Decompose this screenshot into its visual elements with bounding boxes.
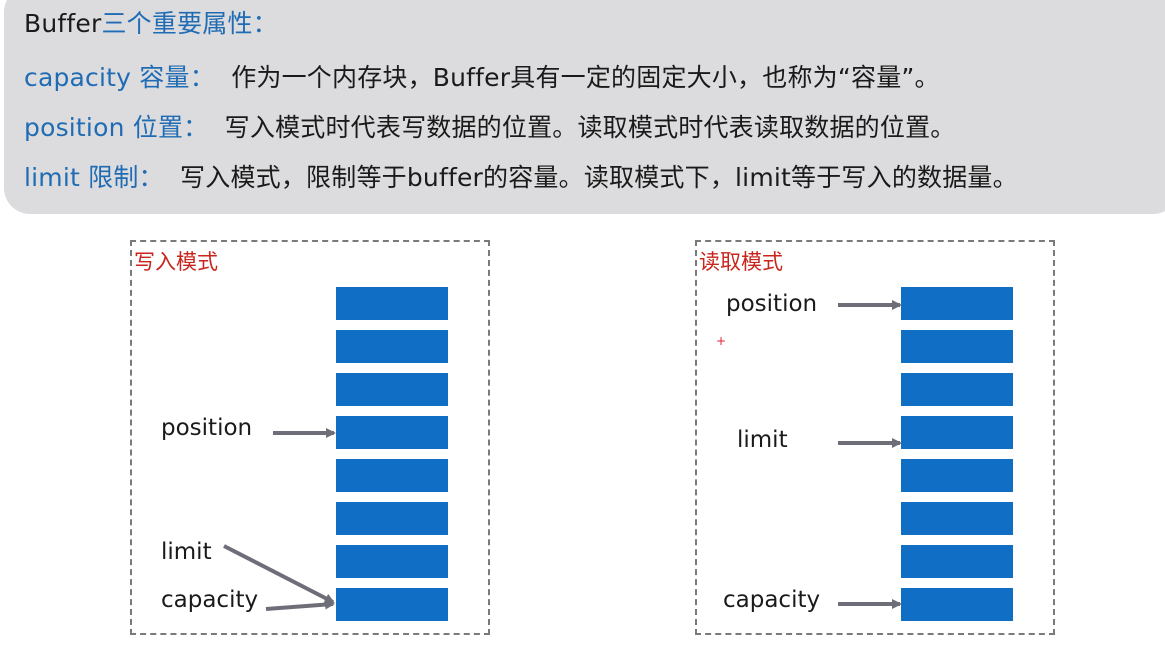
read-buffer-cell <box>901 545 1013 578</box>
capacity-term: capacity 容量： <box>24 63 215 92</box>
read-buffer-cell <box>901 502 1013 535</box>
write-capacity-label: capacity <box>161 587 259 613</box>
limit-term: limit 限制： <box>24 163 164 192</box>
limit-desc: 写入模式，限制等于buffer的容量。读取模式下，limit等于写入的数据量。 <box>180 163 1018 192</box>
write-buffer-cell <box>336 545 448 578</box>
write-mode-title: 写入模式 <box>134 250 218 274</box>
write-capacity-arrow <box>265 599 335 611</box>
read-buffer-cell <box>901 373 1013 406</box>
read-buffer-cell <box>901 459 1013 492</box>
capacity-line: capacity 容量： 作为一个内存块，Buffer具有一定的固定大小，也称为… <box>24 58 940 94</box>
term-buffer: Buffer <box>24 9 102 38</box>
limit-line: limit 限制： 写入模式，限制等于buffer的容量。读取模式下，limit… <box>24 158 1018 194</box>
info-box <box>4 0 1165 214</box>
read-mode-panel: 读取模式 <box>695 240 1055 635</box>
write-buffer-cell <box>336 502 448 535</box>
read-buffer-cell <box>901 330 1013 363</box>
read-buffer-cell <box>901 416 1013 449</box>
write-buffer-cell <box>336 459 448 492</box>
read-buffer-cell <box>901 588 1013 621</box>
write-limit-label: limit <box>161 539 212 565</box>
write-limit-arrow <box>223 544 335 604</box>
header-title: 三个重要属性： <box>101 9 278 38</box>
write-buffer-cell <box>336 416 448 449</box>
position-desc: 写入模式时代表写数据的位置。读取模式时代表读取数据的位置。 <box>224 113 956 142</box>
write-position-label: position <box>161 415 253 441</box>
read-limit-label: limit <box>737 427 788 453</box>
read-capacity-label: capacity <box>723 587 821 613</box>
write-buffer-cell <box>336 588 448 621</box>
read-buffer-cell <box>901 287 1013 320</box>
write-buffer-cell <box>336 287 448 320</box>
read-mode-title: 读取模式 <box>699 250 783 274</box>
header-line-1: Buffer三个重要属性： <box>24 4 278 40</box>
capacity-desc: 作为一个内存块，Buffer具有一定的固定大小，也称为“容量”。 <box>231 63 940 92</box>
write-buffer-cell <box>336 373 448 406</box>
position-line: position 位置： 写入模式时代表写数据的位置。读取模式时代表读取数据的位… <box>24 108 955 144</box>
write-mode-panel: 写入模式 <box>130 240 490 635</box>
cursor-mark-icon: + <box>716 334 727 348</box>
read-position-label: position <box>726 291 818 317</box>
position-term: position 位置： <box>24 113 209 142</box>
write-buffer-cell <box>336 330 448 363</box>
